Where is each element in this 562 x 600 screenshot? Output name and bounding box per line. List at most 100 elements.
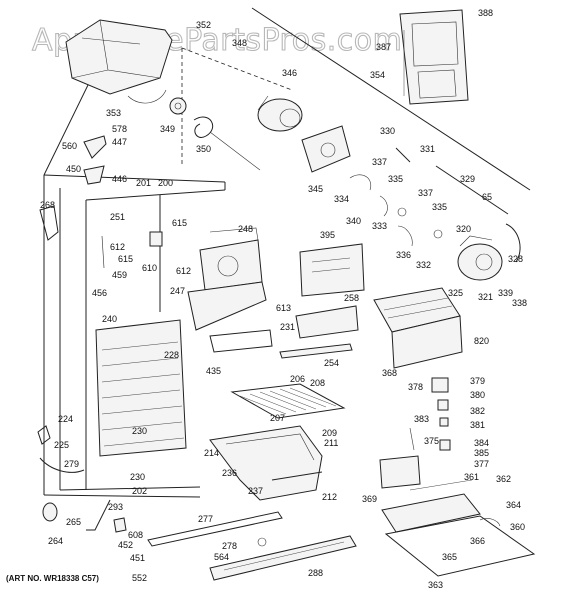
callout-label: 366 [470, 536, 485, 546]
callout-label: 330 [380, 126, 395, 136]
callout-label: 379 [470, 376, 485, 386]
callout-label: 456 [92, 288, 107, 298]
callout-label: 248 [238, 224, 253, 234]
callout-label: 211 [324, 438, 338, 448]
callout-label: 820 [474, 336, 489, 346]
callout-label: 346 [282, 68, 297, 78]
callout-label: 446 [112, 174, 127, 184]
callout-label: 321 [478, 292, 493, 302]
icemaker [373, 287, 463, 369]
callout-label: 363 [428, 580, 443, 590]
callout-label: 578 [112, 124, 127, 134]
dispenser-switch-parts [409, 377, 451, 451]
callout-label: 615 [118, 254, 133, 264]
callout-label: 258 [344, 293, 359, 303]
callout-label: 336 [396, 250, 411, 260]
callout-label: 368 [382, 368, 397, 378]
callout-label: 251 [110, 212, 125, 222]
callout-label: 325 [448, 288, 463, 298]
small-fasteners [37, 135, 163, 473]
callout-label: 240 [102, 314, 117, 324]
callout-label: 354 [370, 70, 385, 80]
callout-label: 332 [416, 260, 431, 270]
callout-label: 278 [222, 541, 237, 551]
dispenser-door-assembly [399, 9, 469, 105]
callout-label: 377 [474, 459, 489, 469]
callout-label: 451 [130, 553, 145, 563]
callout-label: 388 [478, 8, 493, 18]
callout-label: 365 [442, 552, 457, 562]
callout-label: 277 [198, 514, 213, 524]
callout-label: 369 [362, 494, 377, 504]
base-grille-and-rails [42, 502, 357, 581]
callout-label: 334 [334, 194, 349, 204]
callout-label: 552 [132, 573, 147, 583]
callout-label: 328 [508, 254, 523, 264]
wire-shelf [230, 383, 346, 419]
callout-label: 207 [270, 413, 285, 423]
callout-label: 268 [40, 200, 55, 210]
callout-label: 340 [346, 216, 361, 226]
callout-label: 381 [470, 420, 485, 430]
callout-label: 208 [310, 378, 325, 388]
callout-label: 615 [172, 218, 187, 228]
callout-label: 288 [308, 568, 323, 578]
defrost-components [379, 455, 536, 577]
callout-label: 214 [204, 448, 219, 458]
solenoid-linkage [349, 147, 509, 247]
callout-label: 610 [142, 263, 157, 273]
callout-label: 230 [130, 472, 145, 482]
callout-label: 450 [66, 164, 81, 174]
callout-label: 613 [276, 303, 291, 313]
callout-label: 564 [214, 552, 229, 562]
callout-label: 362 [496, 474, 511, 484]
callout-label: 331 [420, 144, 435, 154]
freezer-basket [209, 425, 323, 501]
auger-coupling-parts [169, 97, 261, 171]
callout-label: 225 [54, 440, 69, 450]
callout-label: 383 [414, 414, 429, 424]
callout-label: 231 [280, 322, 295, 332]
callout-label: 202 [132, 486, 147, 496]
callout-label: 293 [108, 502, 123, 512]
callout-label: 395 [320, 230, 335, 240]
ice-bucket [65, 19, 173, 104]
callout-label: 352 [196, 20, 211, 30]
callout-label: 375 [424, 436, 439, 446]
callout-label: 254 [324, 358, 339, 368]
callout-label: 206 [290, 374, 305, 384]
dispenser-motor [457, 223, 521, 281]
art-number: (ART NO. WR18338 C57) [6, 574, 99, 583]
callout-label: 335 [432, 202, 447, 212]
callout-label: 265 [66, 517, 81, 527]
callout-label: 348 [232, 38, 247, 48]
callout-label: 435 [206, 366, 221, 376]
callout-label: 459 [112, 270, 127, 280]
callout-label: 387 [376, 42, 391, 52]
callout-label: 200 [158, 178, 173, 188]
auger-motor [257, 95, 303, 132]
callout-label: 612 [110, 242, 125, 252]
callout-label: 339 [498, 288, 513, 298]
callout-label: 360 [510, 522, 525, 532]
callout-label: 329 [460, 174, 475, 184]
callout-label: 320 [456, 224, 471, 234]
callout-label: 384 [474, 438, 489, 448]
callout-label: 338 [512, 298, 527, 308]
callout-label: 560 [62, 141, 77, 151]
callout-label: 350 [196, 144, 211, 154]
callout-label: 337 [418, 188, 433, 198]
callout-label: 236 [222, 468, 237, 478]
callout-label: 345 [308, 184, 323, 194]
callout-label: 237 [248, 486, 263, 496]
callout-label: 230 [132, 426, 147, 436]
callout-label: 452 [118, 540, 133, 550]
callout-label: 349 [160, 124, 175, 134]
callout-label: 264 [48, 536, 63, 546]
evaporator-coil [95, 319, 187, 457]
callout-label: 228 [164, 350, 179, 360]
callout-label: 612 [176, 266, 191, 276]
